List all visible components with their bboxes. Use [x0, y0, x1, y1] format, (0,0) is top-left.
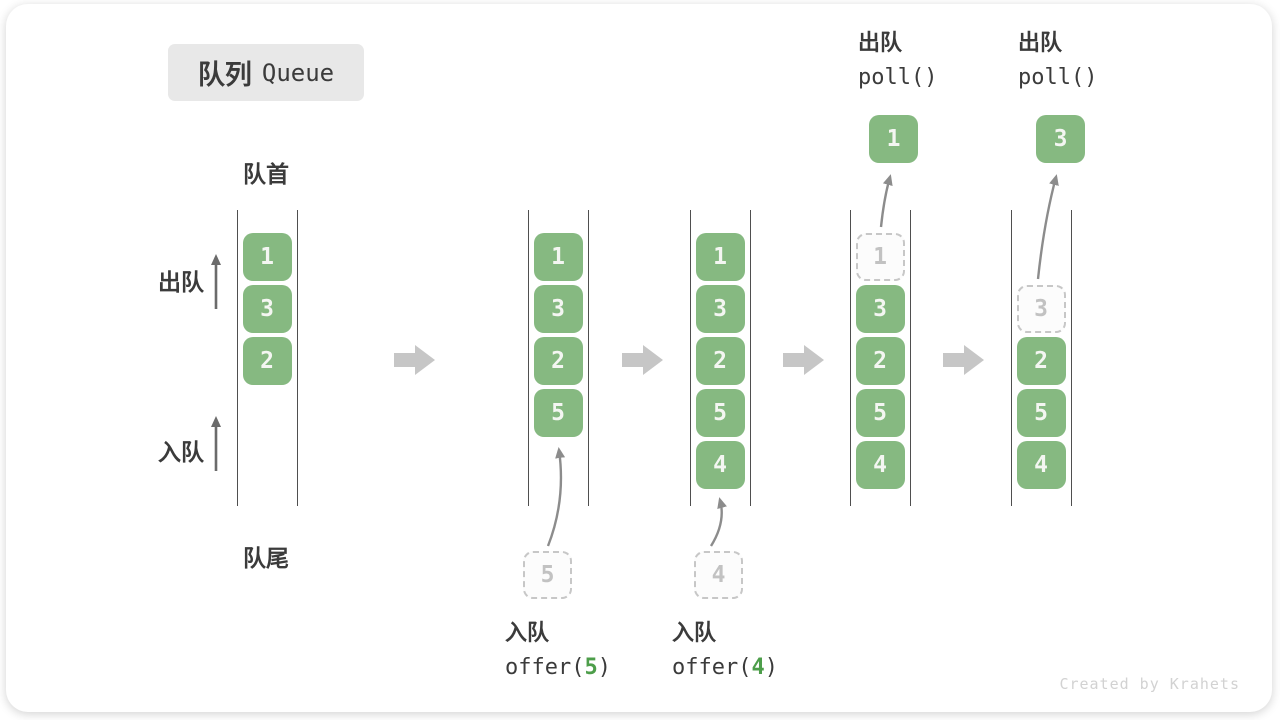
pending-element-5: 5 — [523, 551, 572, 599]
title-en: Queue — [261, 58, 335, 87]
enqueue-action-5: 入队 offer(5) — [505, 615, 611, 685]
label-dequeue: 出队 — [158, 269, 204, 295]
title-zh: 队列 — [197, 60, 252, 90]
queue-state-4: 1 3 2 5 4 — [850, 210, 911, 506]
queue-cell: 5 — [855, 389, 905, 437]
dequeue-action-label: 出队 — [858, 30, 903, 55]
diagram-card — [6, 4, 1272, 712]
title-chip: 队列 Queue — [168, 44, 364, 101]
label-enqueue: 入队 — [158, 439, 204, 465]
queue-cell: 2 — [533, 337, 583, 385]
enqueue-action-code: offer(5) — [505, 650, 611, 685]
popped-element-3: 3 — [1036, 115, 1085, 163]
queue-cell: 4 — [1016, 441, 1066, 489]
code-post: ) — [764, 655, 778, 680]
queue-cell: 3 — [855, 285, 905, 333]
queue-state-3: 1 3 2 5 4 — [690, 210, 751, 506]
queue-cell: 2 — [242, 337, 292, 385]
queue-cell: 2 — [695, 337, 745, 385]
queue-cell: 3 — [242, 285, 292, 333]
dequeue-action-1: 出队 poll() — [858, 25, 937, 95]
queue-cell-removed: 3 — [1016, 285, 1066, 333]
dequeue-action-code: poll() — [858, 65, 938, 90]
code-post: ) — [597, 655, 611, 680]
queue-cell: 3 — [695, 285, 745, 333]
queue-state-5: 3 2 5 4 — [1011, 210, 1072, 506]
code-arg: 5 — [584, 655, 598, 680]
popped-element-1: 1 — [869, 115, 918, 163]
pending-element-4: 4 — [694, 551, 743, 599]
enqueue-action-label: 入队 — [505, 620, 550, 645]
enqueue-action-label: 入队 — [672, 620, 717, 645]
label-queue-front: 队首 — [243, 161, 289, 187]
code-pre: offer( — [505, 655, 585, 680]
queue-cell: 5 — [695, 389, 745, 437]
queue-state-2: 1 3 2 5 — [528, 210, 589, 506]
code-pre: offer( — [672, 655, 752, 680]
watermark: Created by Krahets — [1059, 675, 1240, 693]
enqueue-action-code: offer(4) — [672, 650, 778, 685]
queue-cell: 4 — [855, 441, 905, 489]
dequeue-action-code: poll() — [1018, 65, 1098, 90]
queue-cell: 2 — [1016, 337, 1066, 385]
queue-cell: 5 — [533, 389, 583, 437]
queue-cell: 3 — [533, 285, 583, 333]
queue-cell: 1 — [242, 233, 292, 281]
code-arg: 4 — [751, 655, 765, 680]
queue-cell: 1 — [695, 233, 745, 281]
queue-cell: 5 — [1016, 389, 1066, 437]
queue-cell: 1 — [533, 233, 583, 281]
queue-cell: 4 — [695, 441, 745, 489]
queue-cell: 2 — [855, 337, 905, 385]
enqueue-action-4: 入队 offer(4) — [672, 615, 778, 685]
label-queue-rear: 队尾 — [243, 545, 289, 571]
queue-state-1: 1 3 2 — [237, 210, 298, 506]
dequeue-action-3: 出队 poll() — [1018, 25, 1097, 95]
queue-cell-removed: 1 — [855, 233, 905, 281]
dequeue-action-label: 出队 — [1018, 30, 1063, 55]
